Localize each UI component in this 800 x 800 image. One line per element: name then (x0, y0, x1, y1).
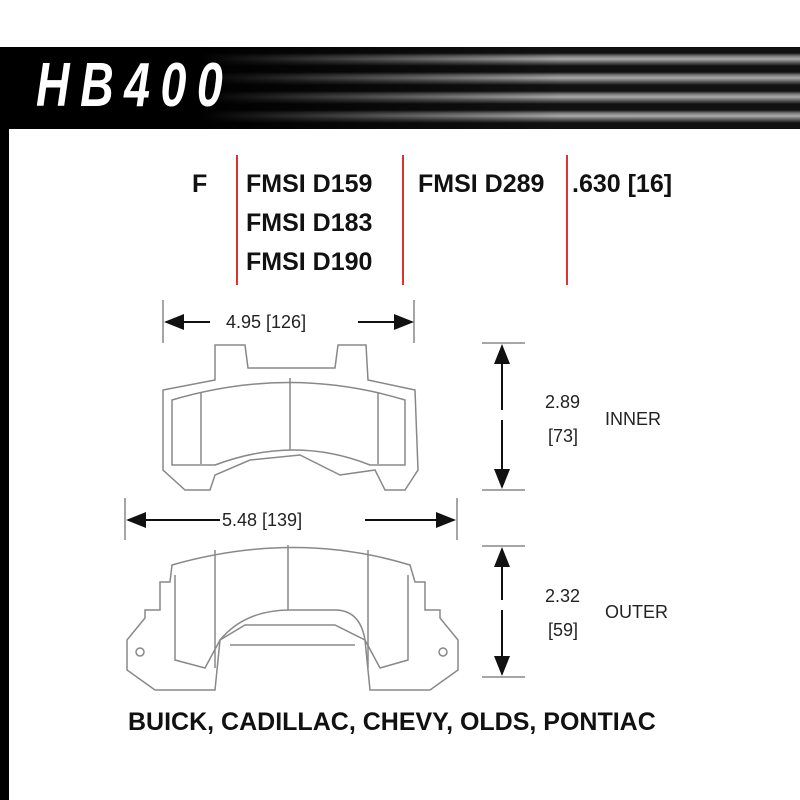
part-number: HB400 (36, 51, 234, 120)
divider (236, 155, 238, 285)
inner-pad-outline (162, 344, 419, 491)
fmsi-code: FMSI D289 (418, 170, 545, 198)
divider (402, 155, 404, 285)
inner-label: INNER (605, 409, 662, 429)
inner-width: 4.95 [126] (226, 312, 307, 332)
divider (566, 155, 568, 285)
left-border (0, 128, 9, 800)
inner-height-mm: [73] (548, 426, 579, 446)
applications: BUICK, CADILLAC, CHEVY, OLDS, PONTIAC (128, 708, 656, 736)
thickness: .630 [16] (572, 170, 673, 198)
outer-pad-outline (126, 546, 459, 691)
fmsi-code: FMSI D159 (246, 170, 373, 198)
fmsi-code: FMSI D190 (246, 248, 373, 276)
fmsi-code: FMSI D183 (246, 209, 373, 237)
header-band (0, 47, 800, 129)
position-label: F (192, 170, 208, 198)
outer-height: 2.32 (545, 586, 581, 606)
outer-label: OUTER (605, 602, 668, 622)
inner-height: 2.89 (545, 392, 581, 412)
outer-width: 5.48 [139] (222, 510, 303, 530)
outer-height-mm: [59] (548, 620, 579, 640)
